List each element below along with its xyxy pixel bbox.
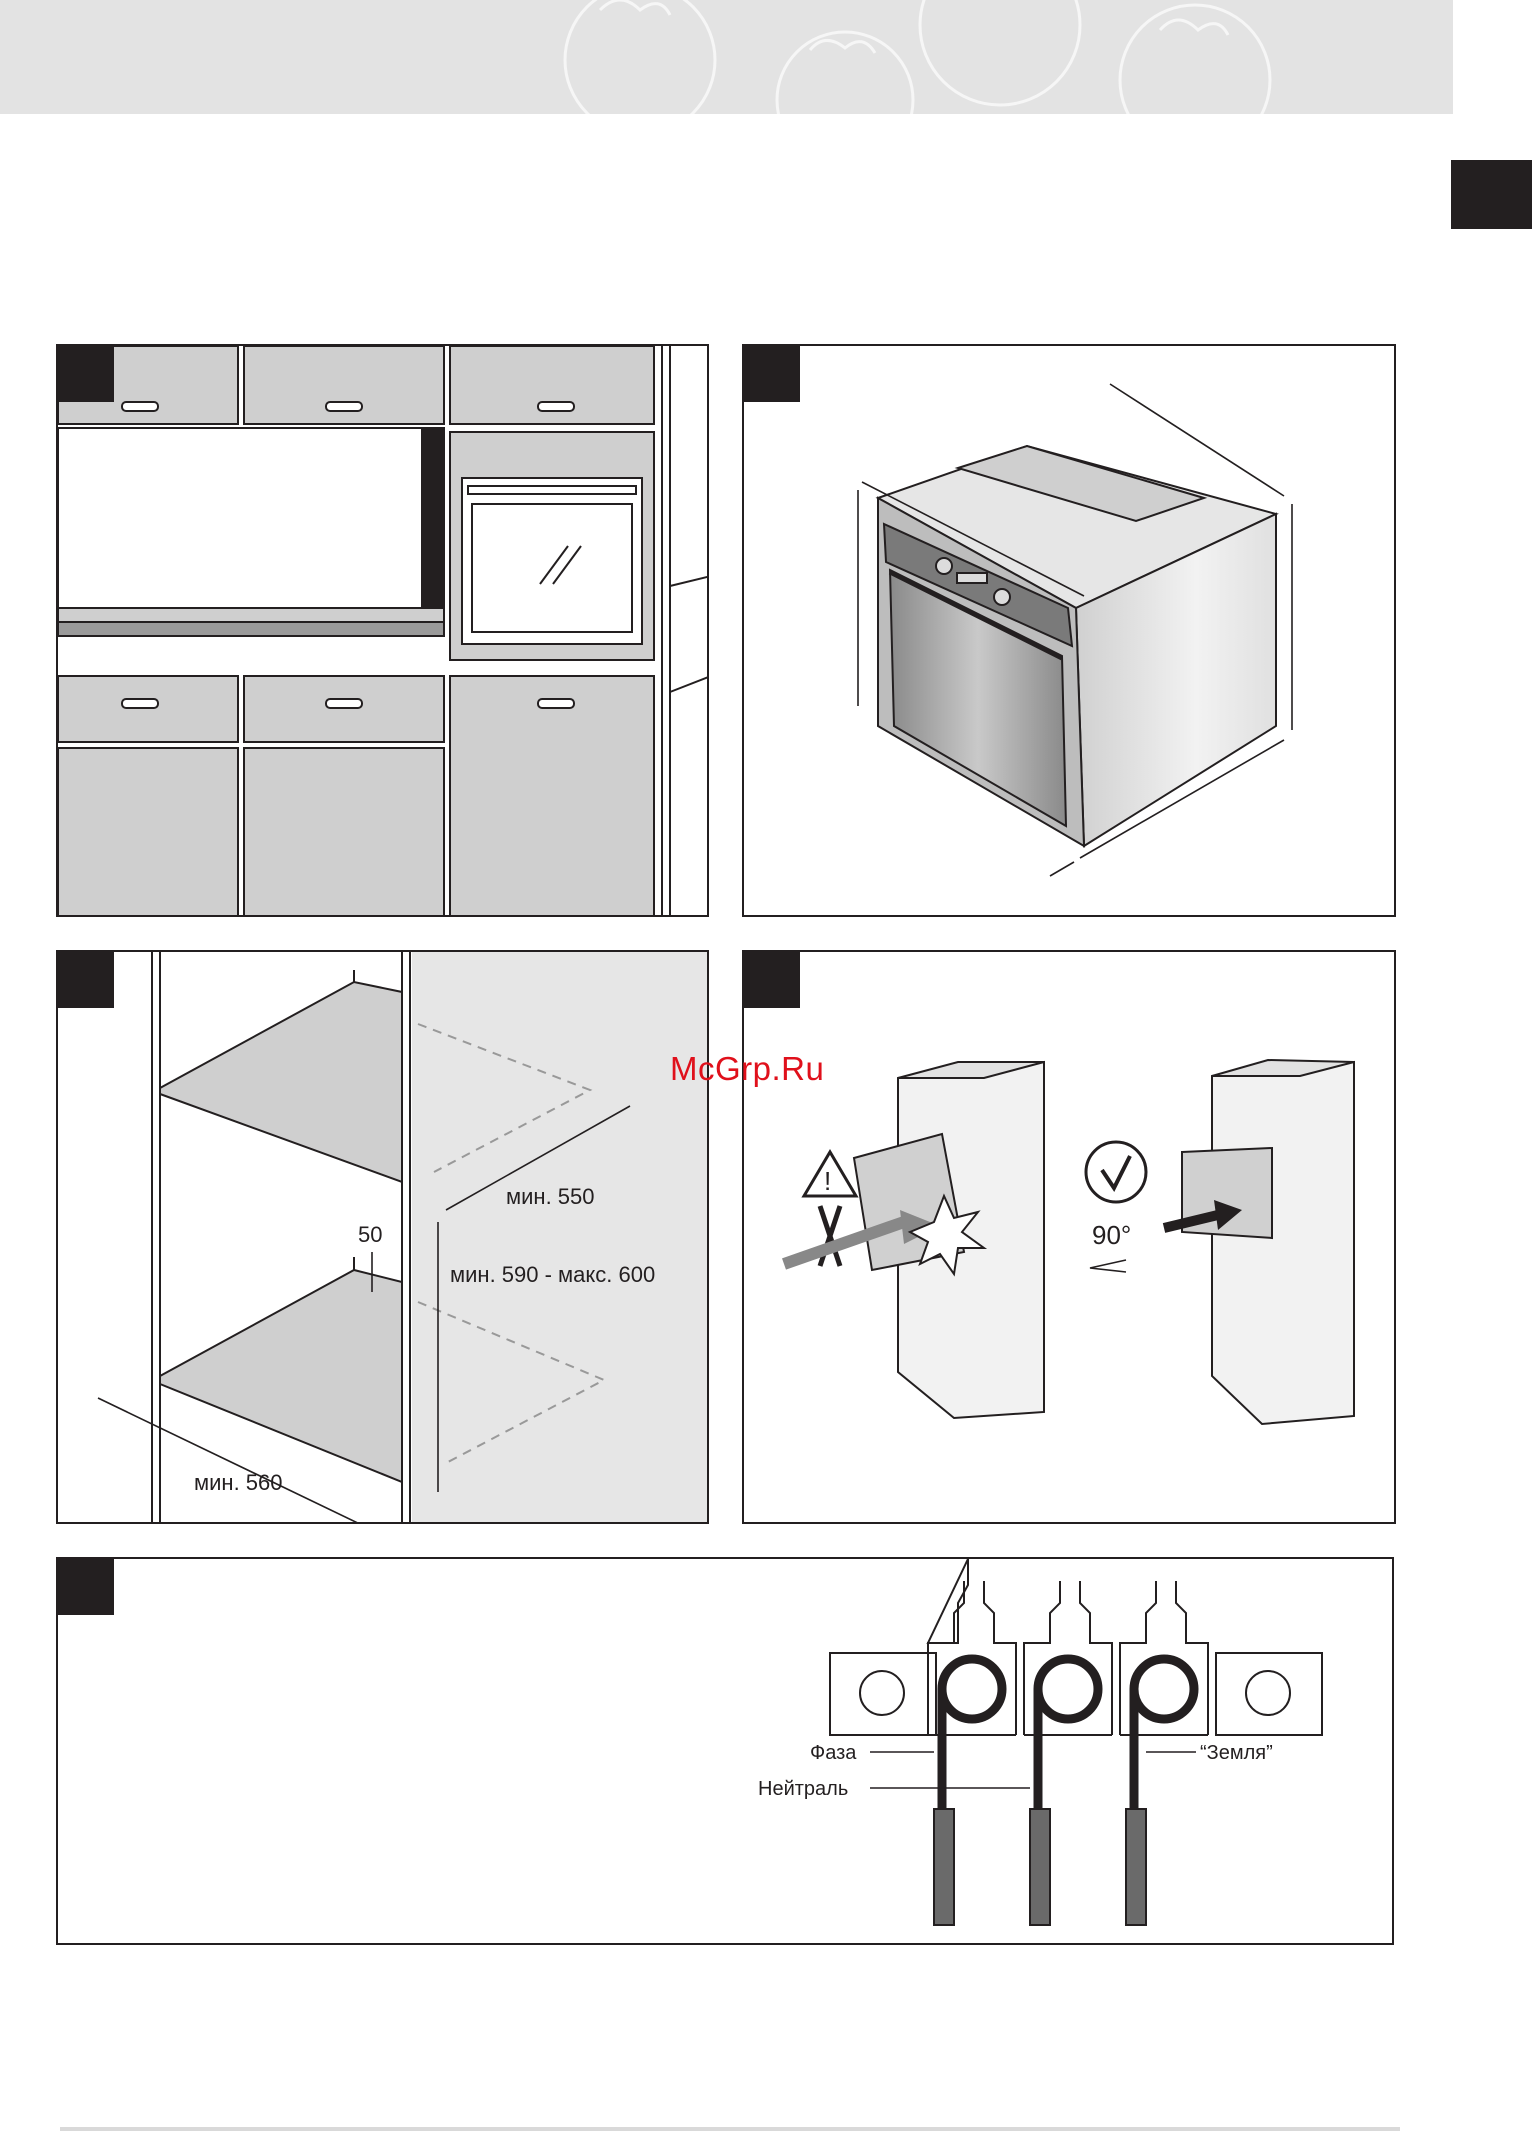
dim-depth-label: мин. 550	[506, 1184, 595, 1209]
footer-divider	[60, 2127, 1400, 2131]
angle-label: 90°	[1092, 1220, 1131, 1250]
watermark-text: McGrp.Ru	[670, 1050, 824, 1088]
section-tab	[1451, 160, 1532, 229]
figure-badge	[58, 1559, 114, 1615]
figure-badge	[744, 952, 800, 1008]
dim-width-label: мин. 560	[194, 1470, 283, 1495]
tomato-pattern-icon	[0, 0, 1453, 114]
figure-oven-dimensions	[742, 344, 1396, 917]
label-ground: “Земля”	[1200, 1742, 1273, 1764]
figure-kitchen-cabinets	[56, 344, 709, 917]
check-icon	[1086, 1142, 1146, 1202]
kitchen-cabinets-illustration	[58, 346, 709, 917]
terminal-block-illustration: Фаза Нейтраль “Земля”	[58, 1559, 1394, 1945]
figure-oven-insertion: ! 90°	[742, 950, 1396, 1524]
figure-badge	[58, 346, 114, 402]
label-neutral: Нейтраль	[758, 1778, 848, 1800]
label-phase: Фаза	[810, 1742, 857, 1764]
figure-badge	[744, 346, 800, 402]
oven-insertion-illustration: ! 90°	[744, 952, 1396, 1524]
dim-gap-label: 50	[358, 1222, 382, 1247]
niche-dimensions-illustration: мин. 550 мин. 590 - макс. 600 50 мин. 56…	[58, 952, 709, 1524]
oven-3d-illustration	[744, 346, 1396, 917]
svg-text:!: !	[824, 1166, 831, 1196]
dim-height-label: мин. 590 - макс. 600	[450, 1262, 655, 1287]
header-decor-band	[0, 0, 1453, 114]
figure-badge	[58, 952, 114, 1008]
figure-terminal-wiring: Фаза Нейтраль “Земля”	[56, 1557, 1394, 1945]
figure-niche-dimensions: мин. 550 мин. 590 - макс. 600 50 мин. 56…	[56, 950, 709, 1524]
cross-icon	[820, 1206, 840, 1266]
